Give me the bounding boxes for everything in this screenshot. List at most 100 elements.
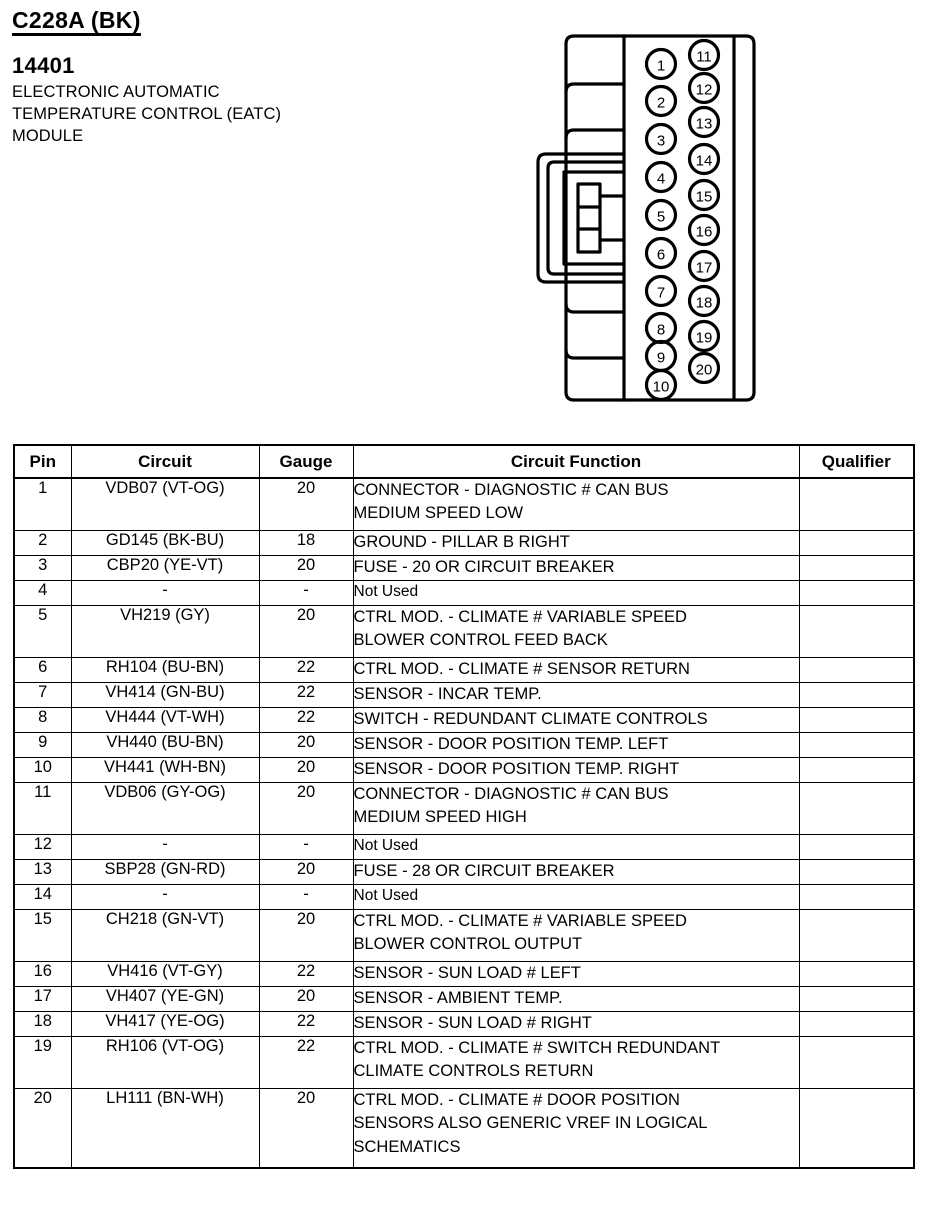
cell-qualifier <box>798 580 915 606</box>
cell-qualifier <box>798 986 915 1012</box>
connector-latch-inner <box>562 170 626 266</box>
svg-text:8: 8 <box>657 322 665 339</box>
pin-circle-13: 13 <box>687 105 721 139</box>
cell-circuit-function: SENSOR - DOOR POSITION TEMP. LEFT <box>352 732 800 758</box>
cell-circuit-function: SENSOR - DOOR POSITION TEMP. RIGHT <box>352 757 800 783</box>
cell-qualifier <box>798 657 915 683</box>
cell-circuit: RH104 (BU-BN) <box>70 657 260 683</box>
column-header-function: Circuit Function <box>352 444 800 479</box>
cell-gauge: 22 <box>258 1011 354 1037</box>
cell-gauge: - <box>258 884 354 910</box>
cell-qualifier <box>798 707 915 733</box>
circuit-function-line: SENSOR - DOOR POSITION TEMP. RIGHT <box>353 760 680 778</box>
connector-latch-outer <box>536 152 626 284</box>
cell-pin: 3 <box>13 555 72 581</box>
cell-circuit: VH441 (WH-BN) <box>70 757 260 783</box>
cell-circuit: VH414 (GN-BU) <box>70 682 260 708</box>
circuit-function-line: BLOWER CONTROL OUTPUT <box>353 935 583 954</box>
circuit-function-line: FUSE - 28 OR CIRCUIT BREAKER <box>353 862 615 880</box>
circuit-function-line: CONNECTOR - DIAGNOSTIC # CAN BUS <box>353 481 669 499</box>
circuit-function-line: MEDIUM SPEED LOW <box>353 504 524 523</box>
connector-rib-divider <box>564 128 626 140</box>
pin-circle-group-left: 1 2 3 4 5 6 7 8 9 10 <box>644 47 678 402</box>
cell-qualifier <box>798 834 915 860</box>
svg-text:1: 1 <box>657 58 665 75</box>
svg-text:6: 6 <box>657 247 665 264</box>
svg-text:3: 3 <box>657 133 665 150</box>
cell-gauge: 20 <box>258 782 354 835</box>
pin-circle-group-right: 11 12 13 14 15 16 17 18 19 20 <box>687 38 721 385</box>
svg-text:12: 12 <box>696 82 713 99</box>
cell-circuit-function: FUSE - 20 OR CIRCUIT BREAKER <box>352 555 800 581</box>
cell-qualifier <box>798 1088 915 1169</box>
pin-circle-17: 17 <box>687 249 721 283</box>
pin-circle-6: 6 <box>644 236 678 270</box>
circuit-function-line: Not Used <box>353 837 419 854</box>
circuit-function-line: SENSORS ALSO GENERIC VREF IN LOGICAL <box>353 1114 708 1133</box>
cell-circuit: GD145 (BK-BU) <box>70 530 260 556</box>
cell-pin: 10 <box>13 757 72 783</box>
cell-circuit: VH407 (YE-GN) <box>70 986 260 1012</box>
cell-pin: 4 <box>13 580 72 606</box>
cell-gauge: 20 <box>258 859 354 885</box>
cell-pin: 6 <box>13 657 72 683</box>
cell-gauge: 20 <box>258 1088 354 1169</box>
cell-circuit: RH106 (VT-OG) <box>70 1036 260 1089</box>
cell-pin: 5 <box>13 605 72 658</box>
cell-qualifier <box>798 884 915 910</box>
pin-circle-1: 1 <box>644 47 678 81</box>
cell-gauge: 18 <box>258 530 354 556</box>
svg-text:11: 11 <box>696 49 712 66</box>
cell-circuit-function: Not Used <box>352 580 800 606</box>
cell-pin: 17 <box>13 986 72 1012</box>
cell-gauge: 22 <box>258 1036 354 1089</box>
cell-qualifier <box>798 555 915 581</box>
table-row: 14--Not Used <box>13 884 915 910</box>
cell-pin: 19 <box>13 1036 72 1089</box>
pin-circle-5: 5 <box>644 198 678 232</box>
connector-diagram: 1 2 3 4 5 6 7 8 9 10 11 12 13 14 15 16 1… <box>528 26 778 416</box>
column-header-circuit: Circuit <box>70 444 260 479</box>
circuit-function-line: SENSOR - DOOR POSITION TEMP. LEFT <box>353 735 669 753</box>
circuit-function-line: MEDIUM SPEED HIGH <box>353 808 527 827</box>
cell-pin: 18 <box>13 1011 72 1037</box>
cell-qualifier <box>798 909 915 962</box>
pin-circle-4: 4 <box>644 160 678 194</box>
cell-pin: 12 <box>13 834 72 860</box>
connector-latch-outer2 <box>546 160 626 276</box>
column-header-pin: Pin <box>13 444 72 479</box>
table-row: 12--Not Used <box>13 834 915 860</box>
cell-qualifier <box>798 859 915 885</box>
svg-text:14: 14 <box>696 153 713 170</box>
cell-qualifier <box>798 530 915 556</box>
circuit-function-line: CTRL MOD. - CLIMATE # VARIABLE SPEED <box>353 912 687 930</box>
table-row: 4--Not Used <box>13 580 915 606</box>
cell-gauge: 22 <box>258 657 354 683</box>
svg-text:10: 10 <box>653 379 670 396</box>
cell-pin: 15 <box>13 909 72 962</box>
pin-circle-11: 11 <box>687 38 721 72</box>
cell-circuit: VH444 (VT-WH) <box>70 707 260 733</box>
cell-gauge: 22 <box>258 682 354 708</box>
cell-pin: 11 <box>13 782 72 835</box>
circuit-function-line: CTRL MOD. - CLIMATE # SWITCH REDUNDANT <box>353 1039 721 1057</box>
svg-text:16: 16 <box>696 224 713 241</box>
cell-qualifier <box>798 732 915 758</box>
header-block: C228A (BK) 14401 ELECTRONIC AUTOMATIC TE… <box>12 8 442 148</box>
cell-qualifier <box>798 757 915 783</box>
cell-qualifier <box>798 477 915 531</box>
pin-circle-19: 19 <box>687 319 721 353</box>
connector-rib-divider <box>564 302 626 314</box>
svg-text:9: 9 <box>657 350 665 367</box>
